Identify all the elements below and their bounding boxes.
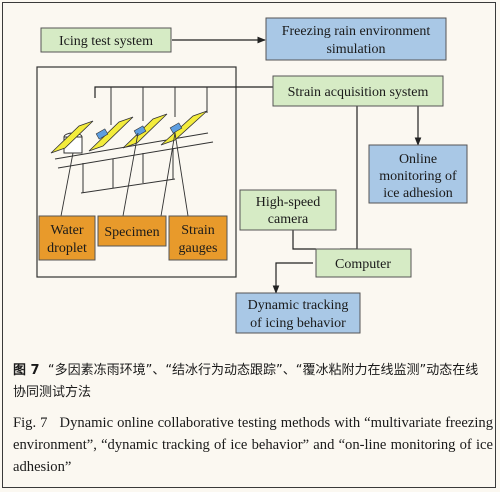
line-camera-to-computer: [292, 229, 316, 250]
test-rig-frame: [36, 66, 237, 278]
icing-test-system-label: Icing test system: [59, 34, 153, 49]
caption-en-figure-label: Fig. 7: [13, 415, 48, 431]
strain-acquisition-label: Strain acquisition system: [288, 85, 429, 100]
strain-gauges-line2: gauges: [179, 241, 218, 256]
caption-chinese: 图 7 “多因素冻雨环境”、“结冰行为动态跟踪”、“覆冰粘附力在线监测”动态在线…: [13, 360, 491, 404]
freezing-rain-box: [265, 17, 447, 61]
strain-gauges-box: [168, 215, 228, 261]
arrow-computer-to-dynamic: [272, 262, 313, 294]
dynamic-tracking-line2: of icing behavior: [250, 316, 346, 331]
caption-en-text: Dynamic online collaborative testing met…: [13, 415, 493, 475]
online-monitoring-line1: Online: [399, 152, 437, 167]
plate-2: [88, 116, 134, 152]
water-droplet-line1: Water: [50, 223, 83, 238]
caption-cn-figure-label: 图 7: [13, 363, 40, 378]
dynamic-tracking-line1: Dynamic tracking: [248, 298, 349, 313]
dynamic-tracking-box: [235, 292, 361, 334]
computer-label: Computer: [335, 257, 391, 272]
caption-english: Fig. 7 Dynamic online collaborative test…: [13, 412, 493, 478]
icing-rig-illustration: [50, 87, 214, 217]
high-speed-camera-box: [239, 189, 337, 231]
freezing-rain-line2: simulation: [326, 42, 385, 57]
water-droplet-line2: droplet: [47, 241, 87, 256]
figure-frame: Icing test system Strain acquisition sys…: [2, 2, 496, 488]
high-speed-camera-line1: High-speed: [256, 195, 321, 210]
plate-1: [50, 120, 94, 154]
strain-acquisition-box: [272, 75, 444, 107]
strain-gauges-line1: Strain: [181, 223, 214, 238]
online-monitoring-line2: monitoring of: [379, 169, 457, 184]
diagram-canvas: Icing test system Strain acquisition sys…: [36, 17, 468, 334]
specimen-box: [97, 215, 167, 247]
line-rig-to-strain: [94, 86, 273, 98]
computer-box: [315, 248, 412, 278]
online-monitoring-box: [368, 144, 468, 204]
line-strain-to-computer: [340, 106, 358, 250]
freezing-rain-line1: Freezing rain environment: [282, 24, 431, 39]
water-droplet-box: [38, 215, 96, 261]
caption-cn-text: “多因素冻雨环境”、“结冰行为动态跟踪”、“覆冰粘附力在线监测”动态在线协同测试…: [13, 363, 479, 400]
plate-4: [160, 110, 208, 146]
icing-test-system-box: [40, 27, 172, 53]
specimen-label: Specimen: [104, 225, 159, 240]
high-speed-camera-line2: camera: [268, 212, 309, 227]
online-monitoring-line3: ice adhesion: [383, 186, 453, 201]
